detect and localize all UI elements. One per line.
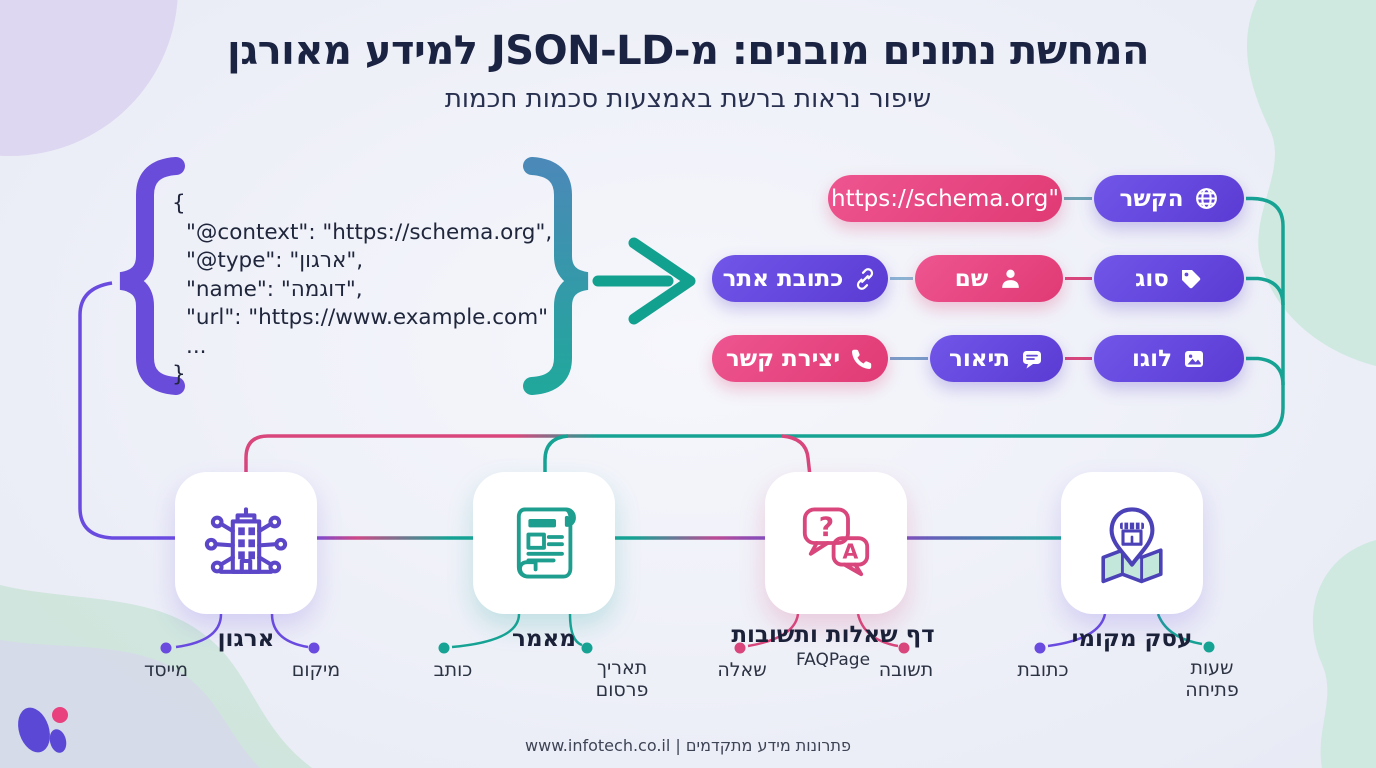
pill-description: תיאור [930,335,1063,382]
curly-brace-left [119,157,185,395]
code-line: "@type": "ארגון", [186,248,364,273]
page-title: המחשת נתונים מובנים: מ-JSON-LD למידע מאו… [226,28,1150,74]
prop-opening-hours: שעות פתיחה [1185,657,1239,702]
code-line: { [172,191,186,216]
business-address-dot [1034,642,1046,654]
prop-answer: תשובה [878,659,934,681]
faq-answer-dot [898,642,910,654]
faq-property-connectors [747,613,899,648]
image-icon [1182,347,1206,371]
globe-icon [1194,186,1219,211]
connector-bus-upper [244,196,1285,476]
connector-stub-logo [1246,356,1285,386]
pill-contact-label: יצירת קשר [725,345,841,372]
faq-answer-glyph: A [843,540,859,564]
phone-icon [850,347,874,371]
pill-type-label: סוג [1135,265,1169,292]
pill-description-label: תיאור [949,345,1010,372]
connector-branch-faq [781,434,812,477]
org-founder-dot [160,642,172,654]
card-faq-label: דף שאלות ותשובות [731,622,935,648]
code-line: "@context": "https://schema.org", [186,219,553,245]
connector-branch-article [543,434,569,476]
arrow-right-icon [592,237,696,325]
card-faq: ? A [765,472,907,614]
prop-location: מיקום [291,659,341,681]
card-organization [175,472,317,614]
article-scroll-icon [516,507,576,579]
card-article-label: מאמר [512,626,576,652]
code-line: "name": "דוגמה", [186,276,363,302]
code-line: "url": "https://www.example.com" [186,305,549,330]
card-local-business-label: עסק מקומי [1071,626,1193,652]
card-faq-type-name: FAQPage [795,650,871,670]
blob-top-right [1247,0,1376,366]
blob-top-left [0,0,178,156]
card-article [473,472,615,614]
pill-name: שם [915,255,1063,302]
pill-schema-url: https://schema.org" [828,175,1062,222]
page-subtitle: שיפור נראות ברשת באמצעות סכמות חכמות [444,84,932,114]
footer-credit: www.infotech.co.il | פתרונות מידע מתקדמי… [525,736,851,755]
blob-bottom-right [1312,540,1376,768]
article-author-dot [438,642,450,654]
prop-founder: מייסד [143,659,189,681]
link-icon [853,267,877,291]
pill-logo-label: לוגו [1132,345,1172,372]
chat-icon [1020,347,1044,371]
pill-site-url-label: כתובת אתר [722,265,844,292]
code-line: ... [186,333,207,359]
pill-contact: יצירת קשר [712,335,888,382]
faq-chat-bubbles-icon: ? A [802,507,870,577]
pill-logo: לוגו [1094,335,1244,382]
person-icon [998,266,1023,291]
prop-author: כותב [433,659,473,681]
tag-icon [1179,267,1203,291]
pill-schema-url-label: https://schema.org" [831,185,1059,212]
prop-address: כתובת [1017,659,1069,681]
business-address-connector [1047,613,1107,648]
pill-site-url: כתובת אתר [712,255,888,302]
json-code-block: { "@context": "https://schema.org", "@ty… [172,190,553,390]
infotech-logo [18,707,68,753]
connector-stub-type [1246,276,1285,306]
org-property-connectors [175,613,309,649]
org-location-dot [308,642,320,654]
organization-building-icon [204,507,288,574]
article-date-dot [581,642,593,654]
pill-context: הקשר [1094,175,1244,222]
pill-name-label: שם [954,265,989,292]
connector-bus-lower [78,281,1105,540]
blob-bottom-left-lavender [0,640,260,768]
local-business-map-pin-icon [1101,507,1163,584]
faq-question-glyph: ? [819,512,834,543]
pill-type: סוג [1094,255,1244,302]
curly-brace-right [523,157,589,395]
prop-question: שאלה [717,659,767,681]
prop-publish-date: תאריך פרסום [595,657,649,702]
article-property-connectors [451,613,583,649]
card-organization-label: ארגון [217,626,275,652]
pill-context-label: הקשר [1119,185,1184,212]
card-local-business [1061,472,1203,614]
faq-question-dot [734,642,746,654]
code-line: } [172,362,186,387]
business-hours-connector [1156,613,1203,646]
business-hours-dot [1203,641,1215,653]
